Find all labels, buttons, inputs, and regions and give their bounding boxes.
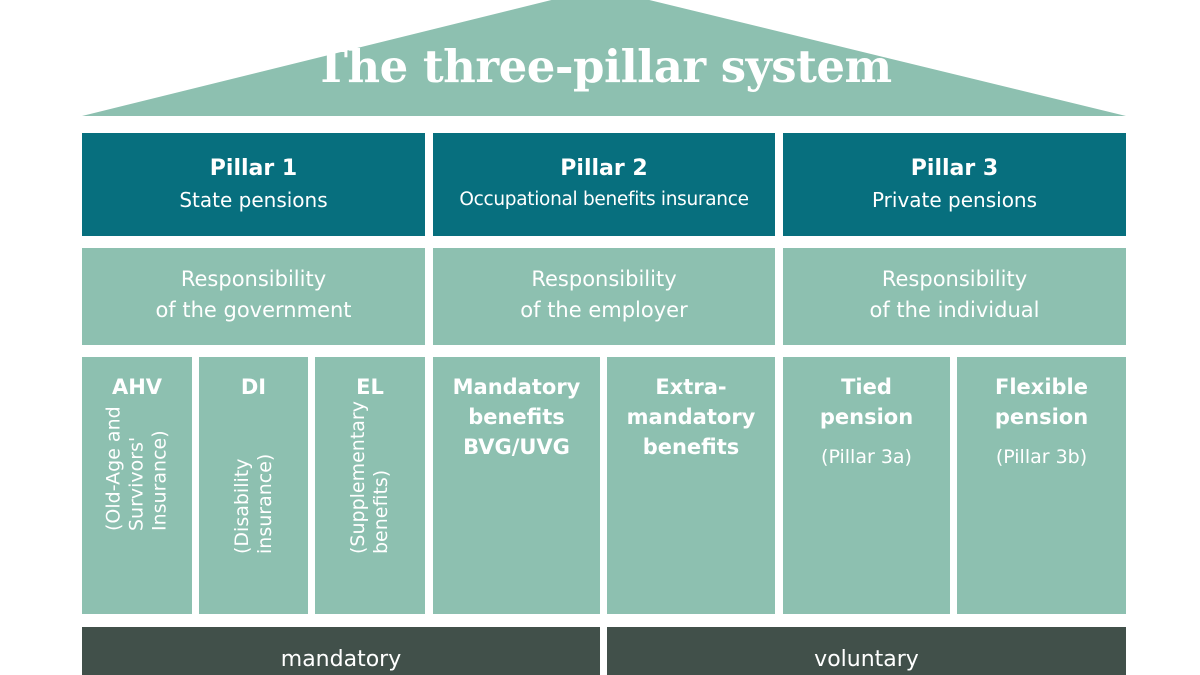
benefit-flexible-pension-note: (Pillar 3b) — [995, 446, 1088, 468]
footer-mandatory: mandatory — [82, 627, 600, 675]
pillar-3-title: Pillar 3 — [910, 156, 999, 181]
benefit-el: EL (Supplementary benefits) — [315, 357, 425, 614]
pillar-3-header: Pillar 3 Private pensions — [783, 133, 1126, 236]
responsibility-line-1: Responsibility — [881, 267, 1028, 291]
benefit-tied-pension-note: (Pillar 3a) — [821, 446, 912, 468]
footer-voluntary: voluntary — [607, 627, 1126, 675]
pillar-1-header: Pillar 1 State pensions — [82, 133, 425, 236]
benefit-el-note: (Supplementary benefits) — [347, 401, 392, 554]
benefit-line: benefits — [642, 435, 740, 459]
benefit-line: Tied — [841, 375, 892, 399]
pillar-1-title: Pillar 1 — [209, 156, 298, 181]
pillar-3-subtitle: Private pensions — [871, 188, 1038, 212]
footer-mandatory-label: mandatory — [280, 647, 402, 672]
pillar-2-header: Pillar 2 Occupational benefits insurance — [433, 133, 775, 236]
responsibility-line-2: of the employer — [520, 298, 688, 322]
pillar-1-subtitle: State pensions — [179, 188, 328, 212]
responsibility-line-2: of the government — [155, 298, 352, 322]
roof — [82, 0, 1126, 116]
benefit-el-name: EL — [356, 375, 384, 399]
benefit-di-note: (Disability insurance) — [230, 453, 276, 554]
benefit-mandatory-bvg-uvg: Mandatory benefits BVG/UVG — [433, 357, 600, 614]
pillar-3-responsibility: Responsibility of the individual — [783, 248, 1126, 345]
pillar-2-subtitle: Occupational benefits insurance — [459, 189, 749, 210]
benefit-di: DI (Disability insurance) — [199, 357, 308, 614]
benefit-line: Flexible — [994, 375, 1088, 399]
benefit-line: Mandatory — [452, 375, 581, 399]
pillar-1-responsibility: Responsibility of the government — [82, 248, 425, 345]
benefit-extra-mandatory: Extra- mandatory benefits — [607, 357, 775, 614]
responsibility-line-1: Responsibility — [531, 267, 677, 291]
benefit-tied-pension: Tied pension (Pillar 3a) — [783, 357, 950, 614]
benefit-line: Extra- — [655, 375, 727, 399]
benefit-ahv-note: (Old-Age and Survivors' Insurance) — [102, 406, 171, 531]
diagram-title: The three-pillar system — [314, 40, 892, 93]
benefit-line: pension — [819, 405, 914, 429]
pillar-2-responsibility: Responsibility of the employer — [433, 248, 775, 345]
benefit-ahv: AHV (Old-Age and Survivors' Insurance) — [82, 357, 192, 614]
benefit-line: mandatory — [626, 405, 756, 429]
benefit-di-name: DI — [240, 375, 267, 399]
benefit-line: benefits — [468, 405, 565, 429]
responsibility-line-1: Responsibility — [180, 267, 327, 291]
benefit-flexible-pension: Flexible pension (Pillar 3b) — [957, 357, 1126, 614]
benefit-line: pension — [994, 405, 1089, 429]
roof-triangle — [82, 0, 1126, 116]
benefit-ahv-name: AHV — [111, 375, 163, 399]
footer-voluntary-label: voluntary — [814, 647, 919, 672]
pillar-2-title: Pillar 2 — [560, 156, 648, 181]
responsibility-line-2: of the individual — [869, 298, 1040, 322]
benefit-line: BVG/UVG — [463, 435, 570, 459]
